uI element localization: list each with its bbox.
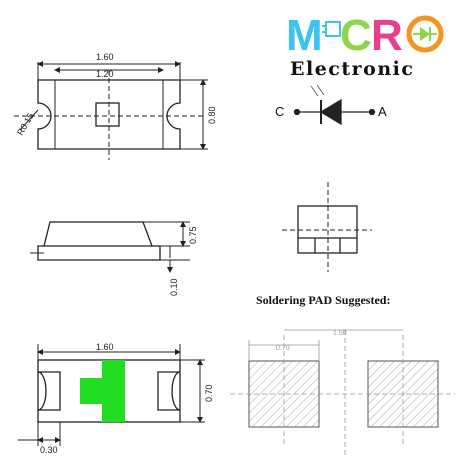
top-view-inner-width: 1.20 <box>96 69 114 79</box>
brand-logo: M C R Electronic <box>286 11 444 80</box>
solder-pad-title: Soldering PAD Suggested: <box>256 293 390 307</box>
bottom-view-pad-width: 0.30 <box>40 445 58 455</box>
top-view-height: 0.80 <box>207 106 217 124</box>
logo-letter-r: R <box>371 11 403 60</box>
side-view-height: 0.75 <box>188 226 198 244</box>
top-view <box>14 61 208 160</box>
solder-pad-layout <box>230 329 455 455</box>
polarity-mark <box>80 360 125 422</box>
side-view-base-thickness: 0.10 <box>169 278 179 296</box>
side-view <box>30 221 190 273</box>
led-symbol <box>293 84 376 126</box>
top-view-corner-radius: R0.15 <box>15 111 36 137</box>
top-view-overall-width: 1.60 <box>96 52 114 62</box>
logo-letter-m: M <box>286 11 323 60</box>
chip-icon <box>322 21 341 37</box>
diode-logo-icon <box>406 15 444 53</box>
bottom-view-height: 0.70 <box>204 384 214 402</box>
cathode-label: C <box>275 104 284 119</box>
bottom-view-width: 1.60 <box>96 342 114 352</box>
light-emission-icon <box>310 84 325 97</box>
logo-letter-c: C <box>340 11 372 60</box>
solder-pad-pitch: 1.50 <box>333 330 347 337</box>
brand-tagline: Electronic <box>290 58 414 80</box>
end-view <box>282 182 372 272</box>
solder-pad-size: 0.70 <box>276 345 290 352</box>
anode-label: A <box>378 104 387 119</box>
